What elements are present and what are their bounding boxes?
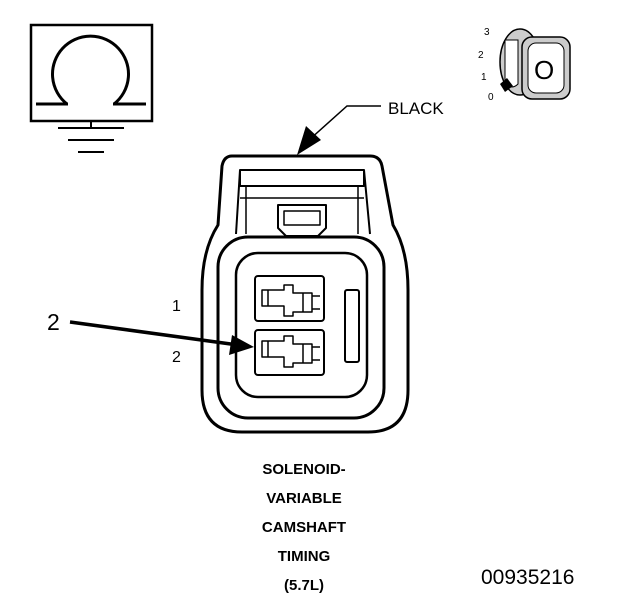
ignition-key-letter: O xyxy=(534,55,555,85)
connector-color-label: BLACK xyxy=(388,99,444,118)
drawing-number: 00935216 xyxy=(481,566,575,589)
caption-line: (5.7L) xyxy=(283,577,324,594)
ignition-key-icon xyxy=(499,28,571,100)
caption-line: TIMING xyxy=(277,548,331,565)
key-position-2: 2 xyxy=(478,50,484,61)
caption-line: CAMSHAFT xyxy=(261,519,347,536)
caption-line: VARIABLE xyxy=(266,490,342,507)
ground-symbol-icon xyxy=(29,23,154,153)
key-position-1: 1 xyxy=(481,72,487,83)
component-caption: SOLENOID- VARIABLE CAMSHAFT TIMING (5.7L… xyxy=(204,455,404,600)
pin-2-callout-arrow xyxy=(69,320,254,355)
pin-1-label: 1 xyxy=(172,298,181,315)
color-callout-leader xyxy=(297,105,381,155)
key-position-3: 3 xyxy=(484,27,490,38)
key-position-0: 0 xyxy=(488,92,494,103)
callout-number: 2 xyxy=(47,309,60,335)
caption-line: SOLENOID- xyxy=(262,461,346,478)
pin-2-label: 2 xyxy=(172,349,181,366)
connector-body xyxy=(200,154,410,434)
